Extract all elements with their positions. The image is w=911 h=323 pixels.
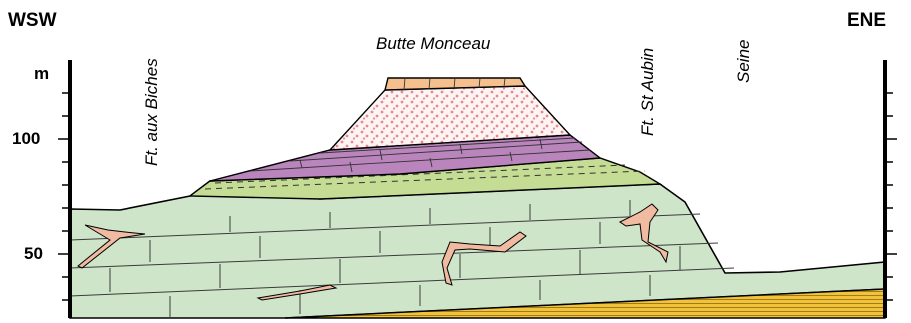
direction-label-east: ENE	[847, 10, 886, 32]
fault-label-right: Ft. St Aubin	[638, 48, 658, 136]
tick-label-50: 50	[24, 244, 43, 264]
river-label: Seine	[734, 40, 754, 83]
tick-label-100: 100	[12, 129, 40, 149]
fault-label-left: Ft. aux Biches	[142, 58, 162, 166]
direction-label-west: WSW	[8, 10, 57, 32]
unit-label: m	[34, 64, 49, 84]
hill-label: Butte Monceau	[376, 34, 490, 54]
